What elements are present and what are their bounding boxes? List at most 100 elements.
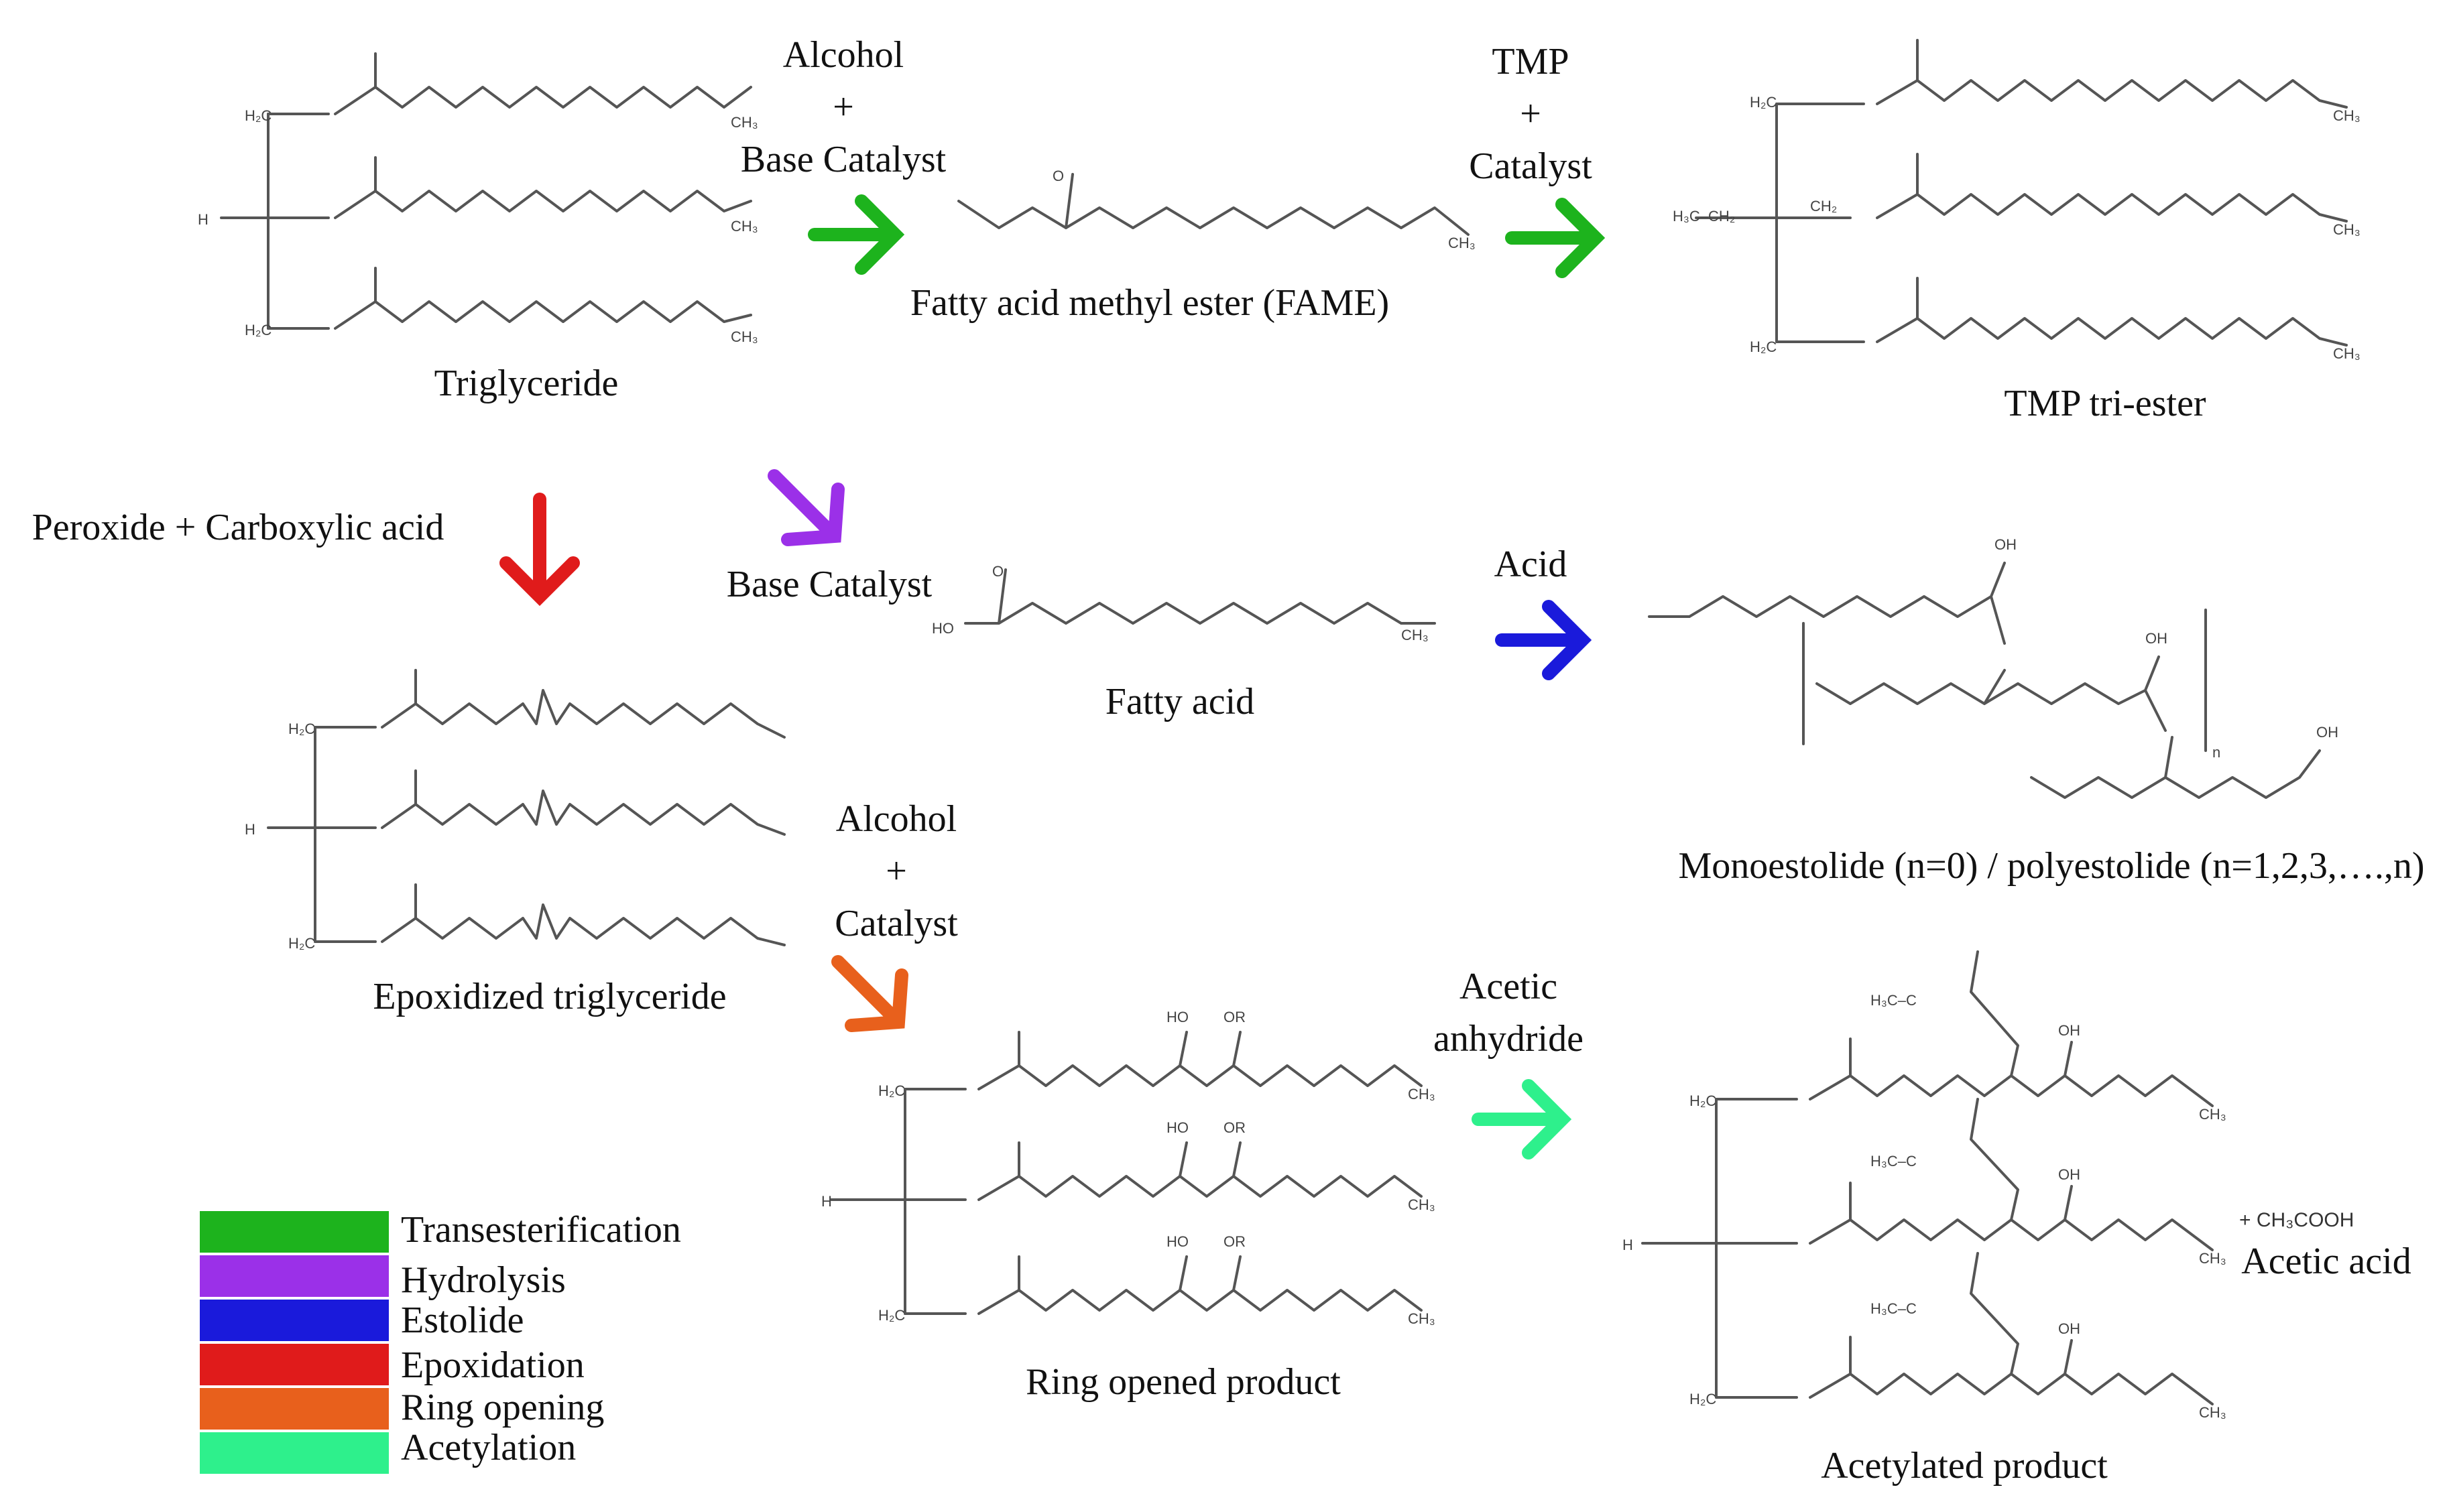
h2c-atom: H₂C [288,720,315,737]
ch3-atom: CH₃ [731,114,758,131]
estolide-arrow [1495,600,1592,680]
h3c-c-atom: H₃C–C [1870,1300,1917,1317]
legend-label: Epoxidation [401,1344,585,1386]
oh-atom: OH [2058,1320,2080,1337]
h3c-c-atom: H₃C–C [1870,992,1917,1009]
acetylated-structure: H H₂C H₂C H₃C–C H₃C–C H₃C–C OH OH OH CH₃… [1622,950,2411,1487]
oh-atom: OH [2058,1166,2080,1183]
acetylated-label: Acetylated product [1821,1445,2108,1487]
legend-swatch [200,1255,389,1297]
ho-atom: HO [1167,1119,1189,1136]
arrow-icon [808,194,905,275]
condition-base-catalyst: Base Catalyst [741,139,947,180]
fame-label: Fatty acid methyl ester (FAME) [910,282,1389,324]
h2c-atom: H₂C [1750,338,1777,355]
arrow-icon [831,955,908,1032]
h2c-atom: H₂C [288,935,315,952]
epoxidized-triglyceride-structure: H H₂C H₂C Epoxidized triglyceride [245,669,786,1017]
h2c-atom: H₂C [1750,94,1777,111]
condition-plus: + [886,850,907,892]
arrow-icon [499,493,580,607]
ho-atom: HO [932,620,954,637]
estolide-label: Monoestolide (n=0) / polyestolide (n=1,2… [1678,845,2424,887]
acetylation-arrow [1472,1079,1572,1159]
epoxidation-arrow [499,493,580,607]
ch3-atom: CH₃ [1401,627,1429,643]
arrow-icon [768,469,845,546]
h2c-atom: H₂C [878,1307,905,1324]
hydrolysis-arrow [768,469,845,546]
oh-atom: OH [2058,1022,2080,1039]
legend-label: Transesterification [401,1209,681,1251]
oh-atom: OH [2316,724,2338,741]
h2c-atom: H₂C [1689,1092,1716,1109]
condition-catalyst: Catalyst [1469,145,1592,187]
legend-item: Acetylation [200,1427,576,1474]
tmp-triester-structure: H₃C–CH₂ CH₂ H₂C H₂C CH₃ CH₃ CH₃ TMP tri-… [1673,39,2361,424]
transesterification-conditions: Alcohol + Base Catalyst [741,34,947,180]
triglyceride-structure: H H₂C H₂C CH₃ CH₃ CH₃ Triglyceride [198,52,758,404]
ring-opening-conditions: Alcohol + Catalyst [835,798,958,944]
legend-swatch [200,1300,389,1341]
ch3-atom: CH₃ [1408,1196,1435,1213]
ring-opened-structure: H H₂C H₂C HO OR HO OR HO OR CH₃ CH₃ CH₃ … [821,1009,1435,1403]
condition-acetic: Acetic [1459,966,1557,1007]
h2c-atom: H₂C [245,322,272,338]
estolide-structure: OH OH OH n Monoestolide (n=0) / polyesto… [1648,536,2425,887]
h2c-atom: H₂C [245,107,272,124]
ho-atom: HO [1167,1233,1189,1250]
condition-alcohol: Alcohol [836,798,957,840]
ch3-atom: CH₃ [2333,345,2361,362]
tmp-triester-label: TMP tri-ester [2004,383,2206,424]
hydrolysis-condition: Base Catalyst [727,564,933,605]
legend: Transesterification Hydrolysis Estolide … [200,1209,681,1474]
tmp-conditions: TMP + Catalyst [1469,41,1592,187]
o-atom: O [992,563,1004,580]
fatty-acid-structure: HO O CH₃ Fatty acid [932,563,1436,722]
ch3-atom: CH₃ [1448,235,1476,251]
estolide-condition: Acid [1494,544,1567,585]
legend-swatch [200,1344,389,1385]
h-atom: H [821,1193,832,1210]
ch3-atom: CH₃ [2199,1404,2226,1421]
h3c-ch2-atom: H₃C–CH₂ [1673,208,1735,225]
or-atom: OR [1223,1233,1246,1250]
legend-swatch [200,1388,389,1430]
transesterification-arrow-2 [1505,198,1606,278]
condition-plus: + [1520,93,1541,135]
condition-plus: + [833,86,854,128]
acetic-acid-label: Acetic acid [2241,1241,2411,1282]
h-atom: H [1622,1237,1633,1253]
fatty-acid-label: Fatty acid [1106,681,1254,722]
condition-tmp: TMP [1492,41,1569,82]
ring-opened-label: Ring opened product [1026,1361,1341,1403]
h-atom: H [198,211,208,228]
h3c-c-atom: H₃C–C [1870,1153,1917,1170]
arrow-icon [1495,600,1592,680]
ch3-atom: CH₃ [2333,221,2361,238]
legend-item: Ring opening [200,1387,604,1430]
ch3-atom: CH₃ [2333,107,2361,124]
ho-atom: HO [1167,1009,1189,1025]
acetylation-conditions: Acetic anhydride [1433,966,1584,1060]
transesterification-arrow-1 [808,194,905,275]
ring-opening-arrow [831,955,908,1032]
or-atom: OR [1223,1009,1246,1025]
oh-atom: OH [2145,630,2167,647]
legend-item: Estolide [200,1300,524,1341]
h2c-atom: H₂C [878,1082,905,1099]
condition-anhydride: anhydride [1433,1018,1584,1060]
legend-item: Epoxidation [200,1344,585,1386]
ch3-atom: CH₃ [1408,1086,1435,1102]
epoxidation-condition: Peroxide + Carboxylic acid [32,507,444,548]
legend-item: Transesterification [200,1209,681,1253]
legend-label: Ring opening [401,1387,604,1428]
epoxidized-triglyceride-label: Epoxidized triglyceride [373,976,726,1017]
legend-label: Estolide [401,1300,524,1341]
h-atom: H [245,821,255,838]
oh-atom: OH [1994,536,2017,553]
acetic-acid-formula: + CH₃COOH [2239,1209,2354,1231]
legend-label: Acetylation [401,1427,576,1468]
condition-catalyst: Catalyst [835,903,958,944]
